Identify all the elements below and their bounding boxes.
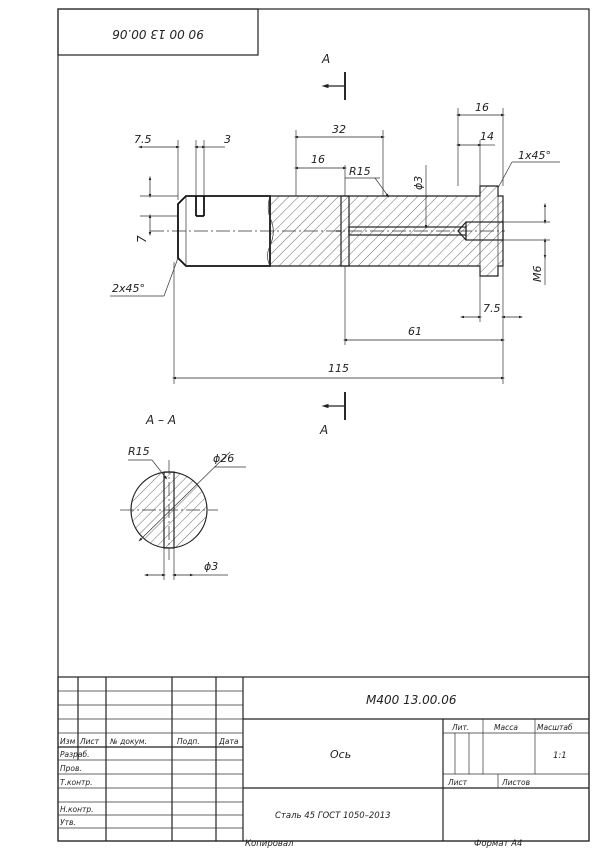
footer-format: Формат А4 [474, 839, 522, 848]
dim-3-text: 3 [224, 133, 231, 146]
section-mark-top: A [321, 52, 346, 100]
part-name-text: Ось [330, 748, 351, 761]
svg-text:7: 7 [135, 235, 149, 243]
svg-text:№ докум.: № докум. [109, 737, 147, 746]
svg-text:Лист: Лист [79, 737, 100, 746]
svg-text:Лист: Лист [447, 778, 468, 787]
svg-text:Дата: Дата [218, 737, 239, 746]
svg-text:Лит.: Лит. [451, 723, 469, 732]
section-aa-view: R15 ϕ26 ϕ3 [120, 445, 246, 580]
svg-text:A: A [321, 52, 330, 66]
svg-text:Н.контр.: Н.контр. [60, 805, 94, 814]
svg-text:M6: M6 [531, 266, 544, 283]
svg-text:A: A [319, 423, 328, 437]
svg-text:ϕ3: ϕ3 [204, 560, 218, 573]
svg-text:ϕ26: ϕ26 [213, 452, 234, 465]
dim-r15-text: R15 [349, 165, 371, 178]
shaft-view [150, 185, 505, 277]
svg-text:Т.контр.: Т.контр. [60, 778, 93, 787]
dim-chamfer-left-text: 2x45° [112, 282, 145, 295]
material-text: Сталь 45 ГОСТ 1050–2013 [275, 811, 391, 821]
svg-text:Разраб.: Разраб. [60, 750, 89, 759]
scale-text: 1:1 [553, 751, 567, 761]
dim-7-5-left-text: 7.5 [134, 133, 152, 146]
svg-text:Масса: Масса [494, 723, 518, 732]
thread-hole [465, 221, 504, 241]
designation-text: М400 13.00.06 [366, 693, 457, 707]
footer-copied: Копировал [245, 839, 294, 848]
svg-text:16: 16 [311, 153, 325, 166]
svg-text:14: 14 [480, 130, 494, 143]
dim-chamfer-right-text: 1x45° [518, 149, 551, 162]
svg-text:Изм: Изм [60, 737, 76, 746]
svg-text:32: 32 [332, 123, 346, 136]
extension-lines [140, 108, 550, 384]
svg-text:Масштаб: Масштаб [537, 723, 573, 732]
top-stamp-box [57, 8, 259, 56]
section-mark-bottom: A [319, 392, 346, 437]
section-title: A – A [145, 413, 176, 427]
title-block: Изм Лист № докум. Подп. Дата Разраб. Про… [57, 676, 590, 842]
svg-text:7.5: 7.5 [483, 302, 501, 315]
svg-text:61: 61 [408, 325, 422, 338]
svg-text:16: 16 [475, 101, 489, 114]
svg-text:R15: R15 [128, 445, 150, 458]
svg-text:Пров.: Пров. [60, 764, 82, 773]
svg-text:115: 115 [328, 362, 349, 375]
dim-phi3-text: ϕ3 [412, 176, 425, 190]
svg-text:Листов: Листов [501, 778, 530, 787]
top-stamp-text: 90 00 13 00.06 [112, 27, 204, 41]
svg-text:Утв.: Утв. [60, 818, 76, 827]
shaft-section-hatch [269, 185, 504, 277]
svg-text:Подп.: Подп. [177, 737, 200, 746]
